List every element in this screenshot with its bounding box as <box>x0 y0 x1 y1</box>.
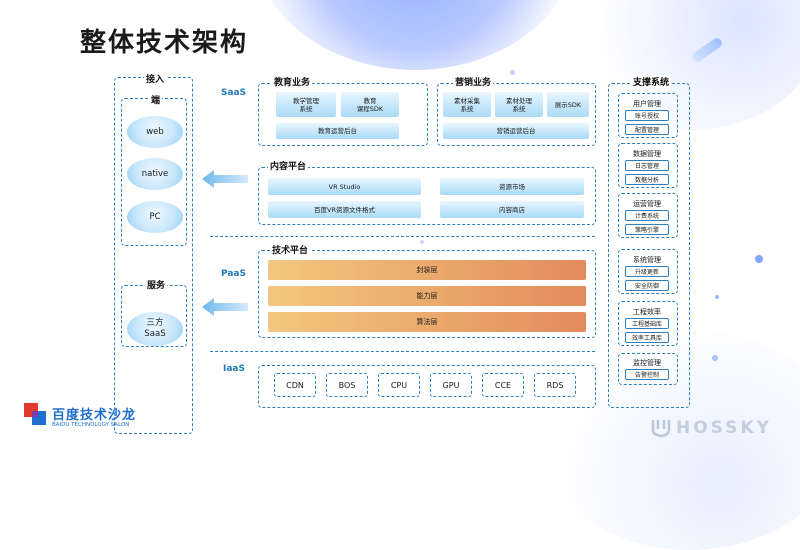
box-label: 素材采集 系统 <box>454 96 480 113</box>
terminal-pc: PC <box>127 201 183 233</box>
support-group-system <box>618 249 678 294</box>
support-group-title: 运营管理 <box>633 200 661 208</box>
terminal-title: 端 <box>149 93 163 106</box>
support-group-user <box>618 93 678 138</box>
content-panel <box>258 167 596 225</box>
support-group-title: 数据管理 <box>633 150 661 158</box>
support-title: 支撑系统 <box>631 75 672 88</box>
marketing-title: 营销业务 <box>453 75 494 88</box>
terminal-web: web <box>127 116 183 148</box>
iaas-cce: CCE <box>482 373 524 397</box>
support-item: 计费系统 <box>625 210 669 221</box>
support-group-ops <box>618 193 678 238</box>
decor-dot <box>510 70 515 75</box>
support-group-title: 用户管理 <box>633 100 661 108</box>
decor-dot <box>420 240 424 244</box>
support-item: 升级更新 <box>625 266 669 277</box>
support-item: 策略引擎 <box>625 224 669 235</box>
brand-name: 百度技术沙龙 <box>52 408 137 423</box>
tech-bar-capability: 能力层 <box>268 286 586 306</box>
marketing-panel <box>437 83 596 146</box>
layer-label-paas: PaaS <box>221 269 246 279</box>
tech-title: 技术平台 <box>270 243 311 256</box>
tech-bar-algorithm: 算法层 <box>268 312 586 332</box>
support-item: 告警控制 <box>625 369 669 380</box>
box-label: 教育 课程SDK <box>356 96 384 113</box>
decor-dot <box>712 355 718 361</box>
support-item: 效率工具库 <box>625 332 669 343</box>
education-title: 教育业务 <box>272 75 313 88</box>
iaas-cpu: CPU <box>378 373 420 397</box>
box-label: 素材处理 系统 <box>506 96 532 113</box>
content-title: 内容平台 <box>268 159 309 172</box>
content-store: 内容商店 <box>440 201 584 218</box>
decor-dot <box>715 295 719 299</box>
service-title: 服务 <box>145 278 168 291</box>
service-item-label: 三方 SaaS <box>144 318 166 339</box>
watermark-logo-icon <box>651 420 671 438</box>
arrow-left-icon <box>202 298 248 316</box>
tech-bar-encapsulation: 封装层 <box>268 260 586 280</box>
marketing-collect-system: 素材采集 系统 <box>443 92 491 117</box>
box-label: 教学管理 系统 <box>293 96 319 113</box>
iaas-cdn: CDN <box>274 373 316 397</box>
layer-label-saas: SaaS <box>221 88 247 98</box>
baidu-salon-logo-icon <box>24 403 46 425</box>
layer-divider <box>210 236 595 237</box>
watermark-text: HOSSKY <box>676 418 772 438</box>
support-group-title: 监控管理 <box>633 359 661 367</box>
layer-label-iaas: IaaS <box>223 364 245 374</box>
support-group-engineering <box>618 301 678 346</box>
layer-divider <box>210 351 595 352</box>
access-title: 接入 <box>144 72 167 85</box>
iaas-bos: BOS <box>326 373 368 397</box>
support-item: 日志管理 <box>625 160 669 171</box>
support-group-data <box>618 143 678 188</box>
background-blob-top <box>250 0 580 70</box>
iaas-gpu: GPU <box>430 373 472 397</box>
arrow-left-icon <box>202 170 248 188</box>
iaas-panel <box>258 365 596 408</box>
content-vr-studio: VR Studio <box>268 178 421 195</box>
marketing-process-system: 素材处理 系统 <box>495 92 543 117</box>
support-group-monitor <box>618 353 678 385</box>
service-third-party-saas: 三方 SaaS <box>127 312 183 346</box>
support-group-title: 系统管理 <box>633 256 661 264</box>
terminal-native: native <box>127 158 183 190</box>
tech-panel <box>258 250 596 338</box>
iaas-rds: RDS <box>534 373 576 397</box>
support-item: 安全防御 <box>625 280 669 291</box>
page-title: 整体技术架构 <box>80 28 249 58</box>
support-item: 配置管理 <box>625 124 669 135</box>
marketing-display-sdk: 展示SDK <box>547 92 589 117</box>
decor-dot <box>755 255 763 263</box>
marketing-ops-platform: 营销运营后台 <box>443 123 589 139</box>
education-course-sdk: 教育 课程SDK <box>341 92 399 117</box>
content-vr-file-format: 百度VR资源文件格式 <box>268 201 421 218</box>
support-item: 账号授权 <box>625 110 669 121</box>
support-group-title: 工程效率 <box>633 308 661 316</box>
education-teaching-system: 教学管理 系统 <box>276 92 336 117</box>
content-resource-market: 资源市场 <box>440 178 584 195</box>
brand-subtitle: BAIDU TECHNOLOGY SALON <box>52 422 130 428</box>
support-item: 数据分析 <box>625 174 669 185</box>
support-item: 工程基础库 <box>625 318 669 329</box>
education-ops-platform: 教育运营后台 <box>276 123 399 139</box>
education-panel <box>258 83 428 146</box>
